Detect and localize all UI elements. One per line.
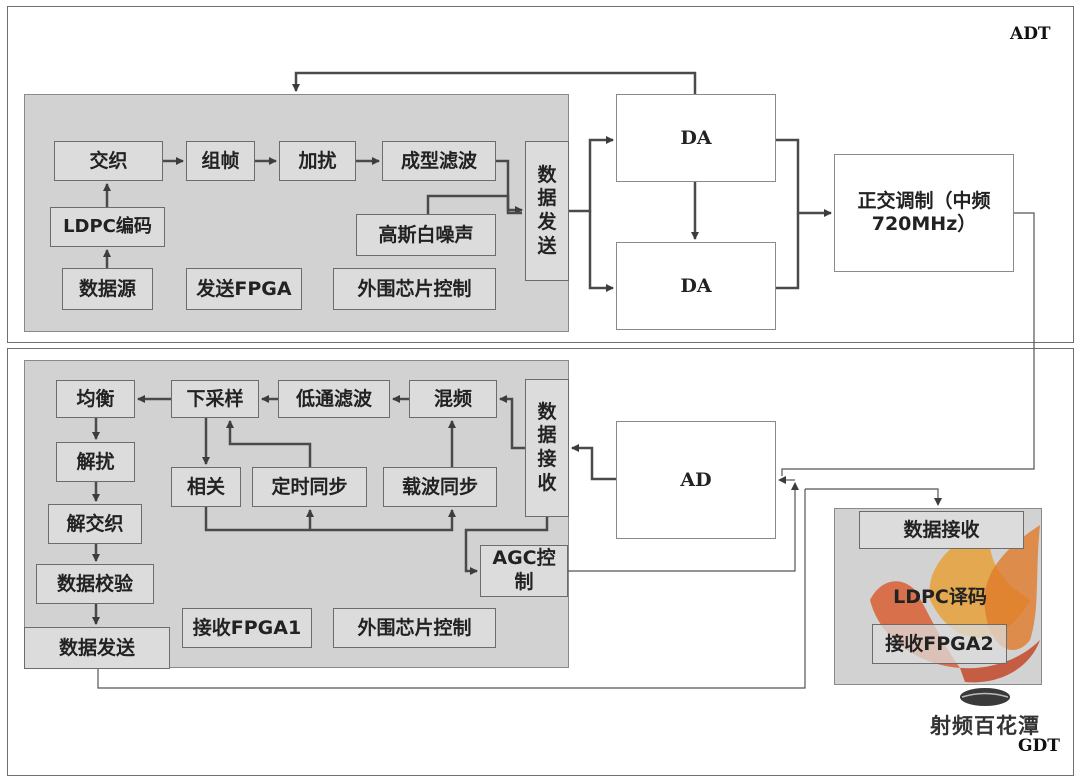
- shaping-filter-box: 成型滤波: [382, 141, 496, 181]
- correlation-box: 相关: [171, 467, 241, 507]
- gdt-frame: [7, 348, 1074, 776]
- adt-frame: [7, 6, 1074, 343]
- agc-control-box: AGC控 制: [480, 545, 568, 597]
- framing-box: 组帧: [186, 141, 255, 181]
- adt-label: ADT: [1010, 24, 1051, 44]
- rx-data-send-box: 数据发送: [24, 627, 170, 669]
- rx-peripheral-control-box: 外围芯片控制: [333, 608, 496, 648]
- ldpc-encode-box: LDPC编码: [50, 207, 165, 247]
- deinterleave-box: 解交织: [48, 504, 142, 544]
- ad-box: AD: [616, 421, 776, 539]
- rx-data-receive-box: 数 据 接 收: [525, 379, 569, 517]
- ldpc-decode-label: LDPC译码: [893, 585, 987, 608]
- iq-modulation-box: 正交调制（中频720MHz）: [834, 154, 1014, 272]
- watermark-text: 射频百花潭: [930, 714, 1040, 738]
- fpga2-data-receive-box: 数据接收: [859, 511, 1024, 549]
- equalization-box: 均衡: [56, 380, 135, 418]
- tx-peripheral-control-box: 外围芯片控制: [333, 268, 496, 310]
- iq-modulation-label: 正交调制（中频720MHz）: [857, 190, 991, 235]
- tx-fpga-label: 发送FPGA: [186, 268, 302, 310]
- timing-sync-box: 定时同步: [252, 467, 367, 507]
- rx-fpga1-label: 接收FPGA1: [182, 608, 312, 648]
- lowpass-filter-box: 低通滤波: [278, 380, 390, 418]
- downsample-box: 下采样: [171, 380, 259, 418]
- carrier-sync-box: 载波同步: [383, 467, 497, 507]
- gaussian-noise-box: 高斯白噪声: [356, 214, 496, 256]
- scramble-box: 加扰: [279, 141, 356, 181]
- da-top-box: DA: [616, 94, 776, 182]
- interleave-box: 交织: [54, 141, 163, 181]
- data-source-box: 数据源: [62, 268, 153, 310]
- descramble-box: 解扰: [56, 442, 135, 482]
- rx-fpga2-label: 接收FPGA2: [872, 624, 1007, 664]
- tx-data-send-box: 数 据 发 送: [525, 141, 569, 281]
- da-bottom-box: DA: [616, 242, 776, 330]
- data-check-box: 数据校验: [36, 564, 154, 604]
- mixing-box: 混频: [409, 380, 497, 418]
- gdt-label: GDT: [1018, 736, 1060, 756]
